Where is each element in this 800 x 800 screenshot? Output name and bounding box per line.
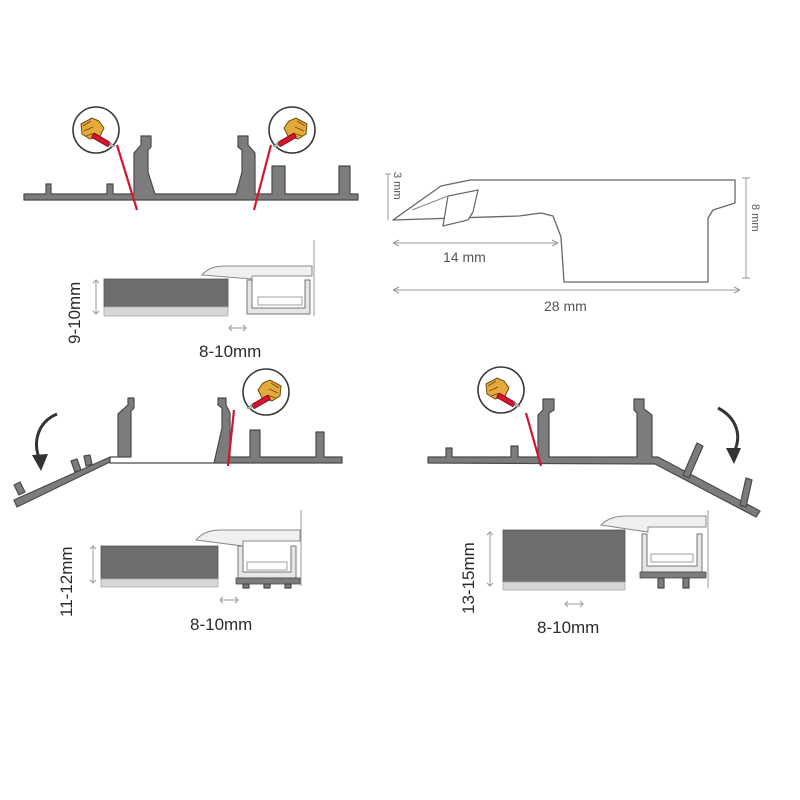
hand-with-utility-knife-icon [72, 106, 120, 154]
install-detail-11-12mm: 11-12mm 8-10mm [57, 510, 302, 634]
cut-line-right [252, 144, 273, 211]
dimension-3mm-label: 3 mm [391, 172, 403, 200]
led-channel [641, 533, 703, 573]
gap-label: 8-10mm [190, 615, 252, 634]
cross-section-outline [392, 179, 736, 283]
dimension-8mm-line [742, 177, 750, 279]
double-headed-arrow-icon [228, 324, 247, 332]
floor-board [103, 278, 229, 308]
install-detail-9-10mm: 9-10mm 8-10mm [65, 240, 315, 361]
cut-line [524, 412, 543, 467]
profile-section-mid-left [13, 368, 343, 508]
hand-with-utility-knife-icon [477, 366, 525, 414]
cut-line-left [115, 144, 139, 211]
profile-cross-section: 3 mm 8 mm 14 mm 28 mm [385, 172, 761, 314]
profile-section-mid-right [427, 366, 761, 518]
double-headed-arrow-icon [564, 600, 584, 608]
dimension-14mm-line [392, 239, 559, 247]
thickness-label: 9-10mm [65, 282, 84, 344]
thickness-label: 11-12mm [57, 546, 76, 617]
aluminium-profile-angled-right [427, 398, 761, 518]
aluminium-profile-flat [23, 135, 359, 201]
dimension-14mm-label: 14 mm [443, 249, 486, 265]
gap-label: 8-10mm [537, 618, 599, 637]
cross-section-slot [442, 189, 479, 227]
profile-section-top-left [23, 106, 359, 211]
thickness-label: 13-15mm [459, 542, 478, 614]
curved-arrow-icon [717, 406, 741, 464]
floor-board [100, 545, 219, 580]
hand-with-utility-knife-icon [268, 106, 316, 154]
profile-in-situ [599, 515, 707, 533]
install-detail-13-15mm: 13-15mm 8-10mm [459, 510, 709, 637]
aluminium-profile-angled-left [13, 397, 343, 508]
hand-with-utility-knife-icon [242, 368, 290, 416]
cut-line [226, 409, 236, 467]
curved-arrow-icon [32, 412, 58, 471]
profile-in-situ [195, 529, 301, 547]
floor-board [502, 529, 626, 583]
profile-in-situ [200, 265, 313, 280]
gap-label: 8-10mm [199, 342, 261, 361]
led-channel [246, 279, 311, 315]
dimension-8mm-label: 8 mm [749, 204, 761, 232]
double-headed-arrow-icon [219, 596, 239, 604]
dimension-28mm-line [392, 286, 741, 294]
dimension-3mm-line [385, 173, 391, 220]
dimension-28mm-label: 28 mm [544, 298, 587, 314]
